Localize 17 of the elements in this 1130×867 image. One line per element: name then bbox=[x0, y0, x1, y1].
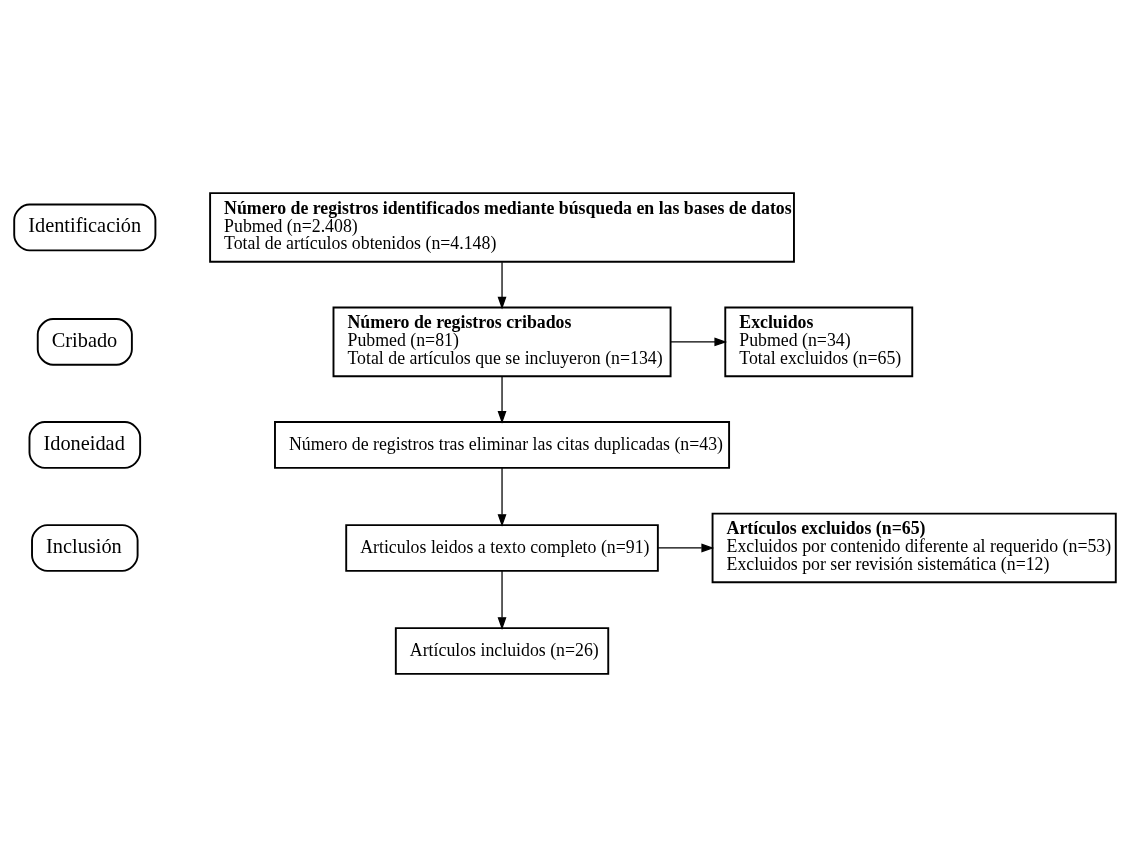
node-box: Excluidos Pubmed (n=34) Total excluidos (n=65) bbox=[724, 306, 914, 378]
node-box: Número de registros cribados Pubmed (n=81) Total de artículos que se incluyeron (n=134) bbox=[332, 306, 672, 378]
arrow bbox=[497, 570, 507, 630]
arrow bbox=[497, 376, 507, 424]
node-box: Número de registros identificados mediante búsqueda en las bases de datos Pubmed (n=2.408) Total de artículos obtenidos (n=4.148) bbox=[209, 192, 795, 263]
node-box: Inclusión bbox=[31, 524, 139, 572]
node-box: Artículos excluidos (n=65) Excluidos por contenido diferente al requerido (n=53) Excluidos por ser revisión sistemática (n=12) bbox=[711, 512, 1117, 584]
node-box: Número de registros tras eliminar las citas duplicadas (n=43) bbox=[274, 421, 731, 469]
arrow bbox=[670, 337, 728, 347]
node-box: Identificación bbox=[13, 203, 157, 252]
arrow bbox=[657, 543, 715, 553]
arrow bbox=[497, 467, 507, 527]
node-box: Articulos leidos a texto completo (n=91) bbox=[345, 524, 659, 572]
node-box: Artículos incluidos (n=26) bbox=[394, 627, 610, 675]
arrow bbox=[497, 261, 507, 310]
node-box: Cribado bbox=[36, 318, 133, 366]
node-box: Idoneidad bbox=[28, 421, 142, 469]
